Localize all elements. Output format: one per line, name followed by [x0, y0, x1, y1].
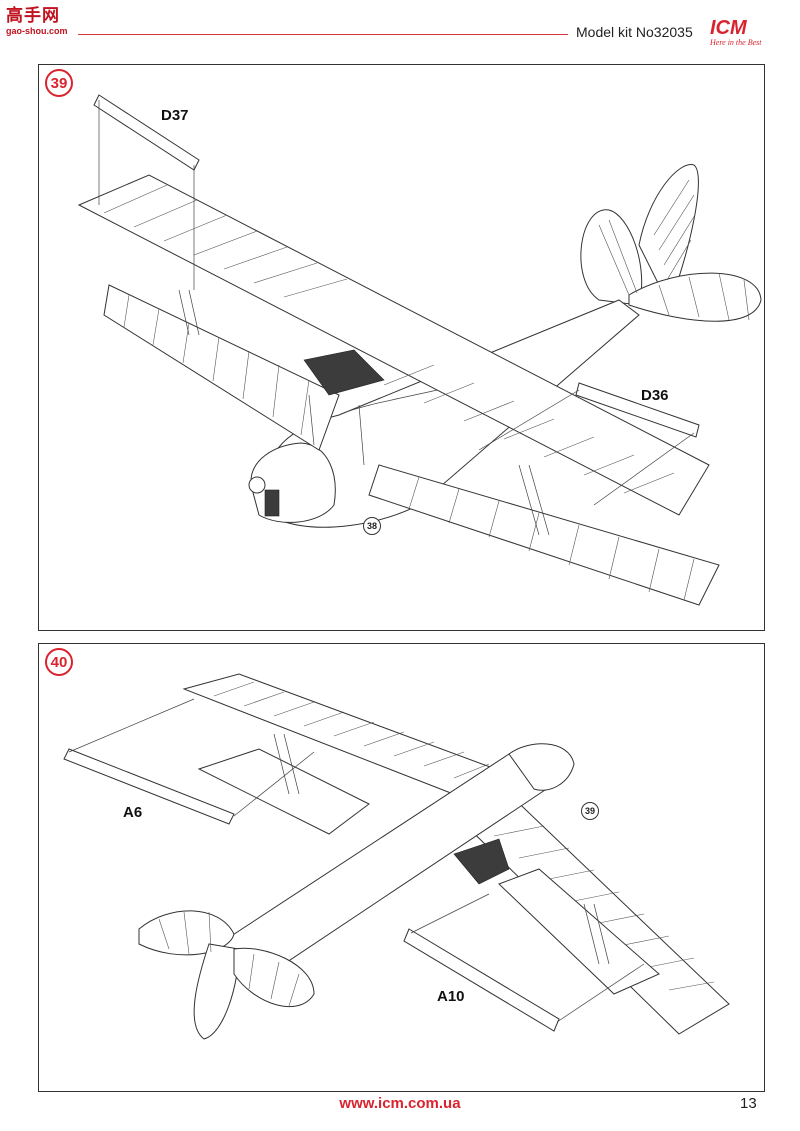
interplane-struts-40: [273, 733, 610, 965]
watermark-text-bottom: gao-shou.com: [6, 26, 68, 36]
step-40-panel: 40 A6 A10 39: [38, 643, 765, 1092]
part-d36-drawing: [478, 382, 700, 506]
logo-tagline: Here in the Best: [710, 38, 762, 47]
part-a10-drawing: [403, 893, 645, 1032]
page-number: 13: [740, 1095, 757, 1112]
tail-underside: [138, 910, 315, 1040]
lower-wing: [103, 284, 720, 606]
icm-logo: ICM Here in the Best: [710, 18, 782, 54]
lower-wing-underside: [197, 748, 660, 995]
part-label-a6: A6: [123, 804, 143, 821]
part-a6-drawing: [63, 698, 315, 825]
step-39-drawing: [77, 94, 762, 606]
fuselage-underside: [218, 743, 575, 978]
step-number-badge: 39: [45, 69, 73, 97]
part-label-d36: D36: [641, 387, 669, 404]
footer-url: www.icm.com.ua: [339, 1095, 461, 1112]
watermark: 高手网 gao-shou.com: [6, 6, 72, 44]
part-label-a10: A10: [437, 988, 465, 1005]
step-reference-39: 39: [581, 802, 599, 820]
interplane-struts: [178, 289, 550, 536]
step-number-badge: 40: [45, 648, 73, 676]
step-reference-38: 38: [363, 517, 381, 535]
header-rule: [78, 34, 568, 35]
part-d37-drawing: [93, 94, 200, 290]
logo-main-text: ICM: [710, 17, 747, 39]
tail-assembly: [580, 164, 762, 322]
part-label-d37: D37: [161, 107, 189, 124]
step-40-drawing: [63, 673, 730, 1040]
step-39-panel: 39 D37 D36 38: [38, 64, 765, 631]
watermark-text-top: 高手网: [6, 6, 60, 26]
upper-wing: [77, 174, 710, 516]
header-title: Model kit No32035: [576, 24, 693, 40]
